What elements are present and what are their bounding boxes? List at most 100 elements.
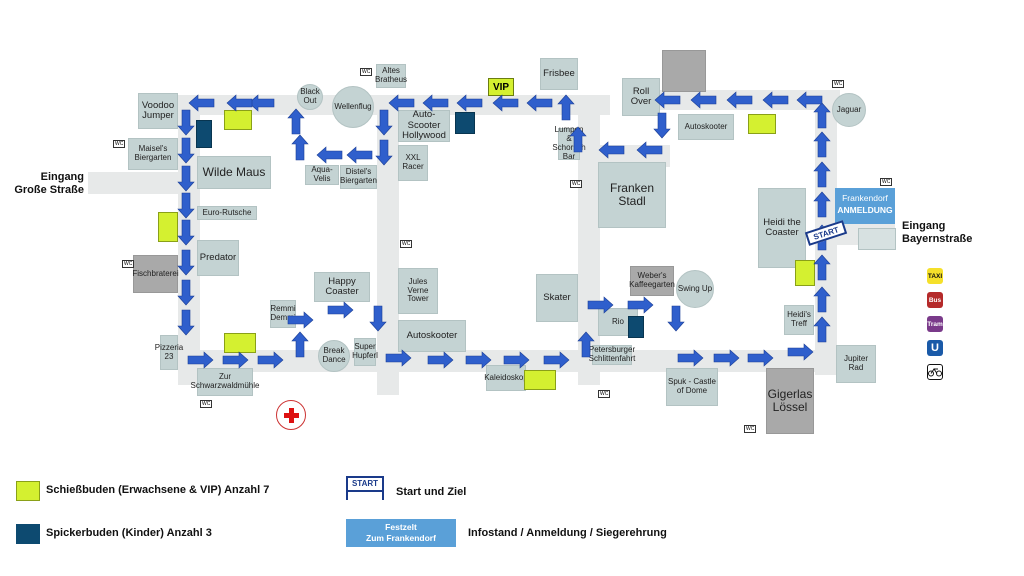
shooting-stall: [748, 114, 776, 134]
route-arrow-icon: [375, 109, 393, 136]
bike-icon: [927, 364, 943, 380]
legend-kid-swatch: [16, 524, 40, 544]
kids-stall: [196, 120, 212, 148]
heidis-treff: Heidi's Treff: [784, 305, 814, 335]
route-arrow-icon: [677, 349, 704, 367]
route-arrow-icon: [177, 279, 195, 306]
swing-up: Swing Up: [676, 270, 714, 308]
route-arrow-icon: [654, 91, 681, 109]
toilet-icon: WC: [200, 400, 213, 408]
road-mid-col: [377, 95, 399, 395]
route-arrow-icon: [577, 331, 595, 358]
west-entrance-line1: Eingang: [40, 171, 84, 183]
shooting-stall: [795, 260, 815, 286]
route-arrow-icon: [636, 141, 663, 159]
route-arrow-icon: [813, 254, 831, 281]
route-arrow-icon: [177, 137, 195, 164]
frankendorf-info-box[interactable]: Frankendorf ANMELDUNG: [835, 188, 895, 224]
toilet-icon: WC: [832, 80, 845, 88]
route-arrow-icon: [667, 305, 685, 332]
route-arrow-icon: [503, 351, 530, 369]
road-west-entrance: [88, 172, 188, 194]
legend-shoot-label: Schießbuden (Erwachsene & VIP) Anzahl 7: [46, 484, 270, 496]
route-arrow-icon: [222, 351, 249, 369]
transport-tram-icon: Tram: [927, 316, 943, 332]
wilde-maus: Wilde Maus: [197, 156, 271, 189]
legend-info-line2: Zum Frankendorf: [366, 533, 436, 543]
zur-schwarzwaldmuehle: Zur Schwarzwaldmühle: [191, 368, 259, 396]
route-arrow-icon: [598, 141, 625, 159]
xxl-racer: XXL Racer: [398, 145, 428, 181]
transport-u-icon: U: [927, 340, 943, 356]
east-entrance-block: [858, 228, 896, 250]
route-arrow-icon: [796, 91, 823, 109]
route-arrow-icon: [375, 139, 393, 166]
altes-bratheus: Altes Bratheus: [375, 64, 407, 88]
east-entrance-line1: Eingang: [902, 220, 946, 232]
toilet-icon: WC: [598, 390, 611, 398]
autoskooter-right: Autoskooter: [678, 114, 734, 140]
route-arrow-icon: [177, 165, 195, 192]
euro-rutsche: Euro-Rutsche: [197, 206, 257, 220]
route-arrow-icon: [762, 91, 789, 109]
route-arrow-icon: [388, 94, 415, 112]
toilet-icon: WC: [400, 240, 413, 248]
route-arrow-icon: [427, 351, 454, 369]
skater: Skater: [536, 274, 578, 322]
route-arrow-icon: [287, 108, 305, 135]
route-arrow-icon: [726, 91, 753, 109]
pizzeria: Pizzeria 23: [155, 335, 183, 370]
jules-verne-tower: Jules Verne Tower: [398, 268, 438, 314]
happy-coaster: Happy Coaster: [314, 272, 370, 302]
toilet-icon: WC: [113, 140, 126, 148]
toilet-icon: WC: [360, 68, 373, 76]
spuk-castle: Spuk - Castle of Dome: [666, 368, 718, 406]
ride-icon-building: [662, 50, 706, 92]
route-arrow-icon: [813, 286, 831, 313]
toilet-icon: WC: [880, 178, 893, 186]
voodoo-jumper: Voodoo Jumper: [138, 93, 178, 129]
route-arrow-icon: [422, 94, 449, 112]
red-cross-icon: [276, 400, 306, 430]
route-arrow-icon: [526, 94, 553, 112]
shooting-stall: [524, 370, 556, 390]
legend-start-label: Start und Ziel: [396, 486, 467, 498]
kids-stall: [455, 112, 475, 134]
heidi-the-coaster: Heidi the Coaster: [758, 188, 806, 268]
route-arrow-icon: [492, 94, 519, 112]
route-arrow-icon: [787, 343, 814, 361]
roll-over: Roll Over: [622, 78, 660, 116]
route-arrow-icon: [813, 316, 831, 343]
legend-info-label: Infostand / Anmeldung / Siegerehrung: [468, 527, 667, 539]
toilet-icon: WC: [744, 425, 757, 433]
break-dance: Break Dance: [318, 340, 350, 372]
route-arrow-icon: [813, 191, 831, 218]
route-arrow-icon: [587, 296, 614, 314]
route-arrow-icon: [291, 134, 309, 161]
petersburger: Petersburger Schlittenfahrt: [588, 345, 636, 365]
route-arrow-icon: [327, 301, 354, 319]
route-arrow-icon: [177, 192, 195, 219]
route-arrow-icon: [747, 349, 774, 367]
route-arrow-icon: [177, 109, 195, 136]
route-arrow-icon: [291, 331, 309, 358]
route-arrow-icon: [557, 94, 575, 121]
route-arrow-icon: [177, 249, 195, 276]
route-arrow-icon: [543, 351, 570, 369]
legend-shoot-swatch: [16, 481, 40, 501]
shooting-stall: [158, 212, 178, 242]
route-arrow-icon: [653, 112, 671, 139]
route-arrow-icon: [257, 351, 284, 369]
anmeldung-label: ANMELDUNG: [837, 205, 893, 215]
frankendorf-label: Frankendorf: [842, 193, 888, 203]
legend-info-line1: Festzelt: [385, 522, 417, 532]
jupiter-rad: Jupiter Rad: [836, 345, 876, 383]
wellenflug: Wellenflug: [332, 86, 374, 128]
shooting-stall: [224, 110, 252, 130]
west-entrance-line2: Große Straße: [14, 184, 84, 196]
route-arrow-icon: [188, 94, 215, 112]
west-entrance-label: Eingang Große Straße: [6, 171, 84, 197]
route-arrow-icon: [187, 351, 214, 369]
legend-start-posts: [346, 492, 384, 500]
transport-bus-icon: Bus: [927, 292, 943, 308]
